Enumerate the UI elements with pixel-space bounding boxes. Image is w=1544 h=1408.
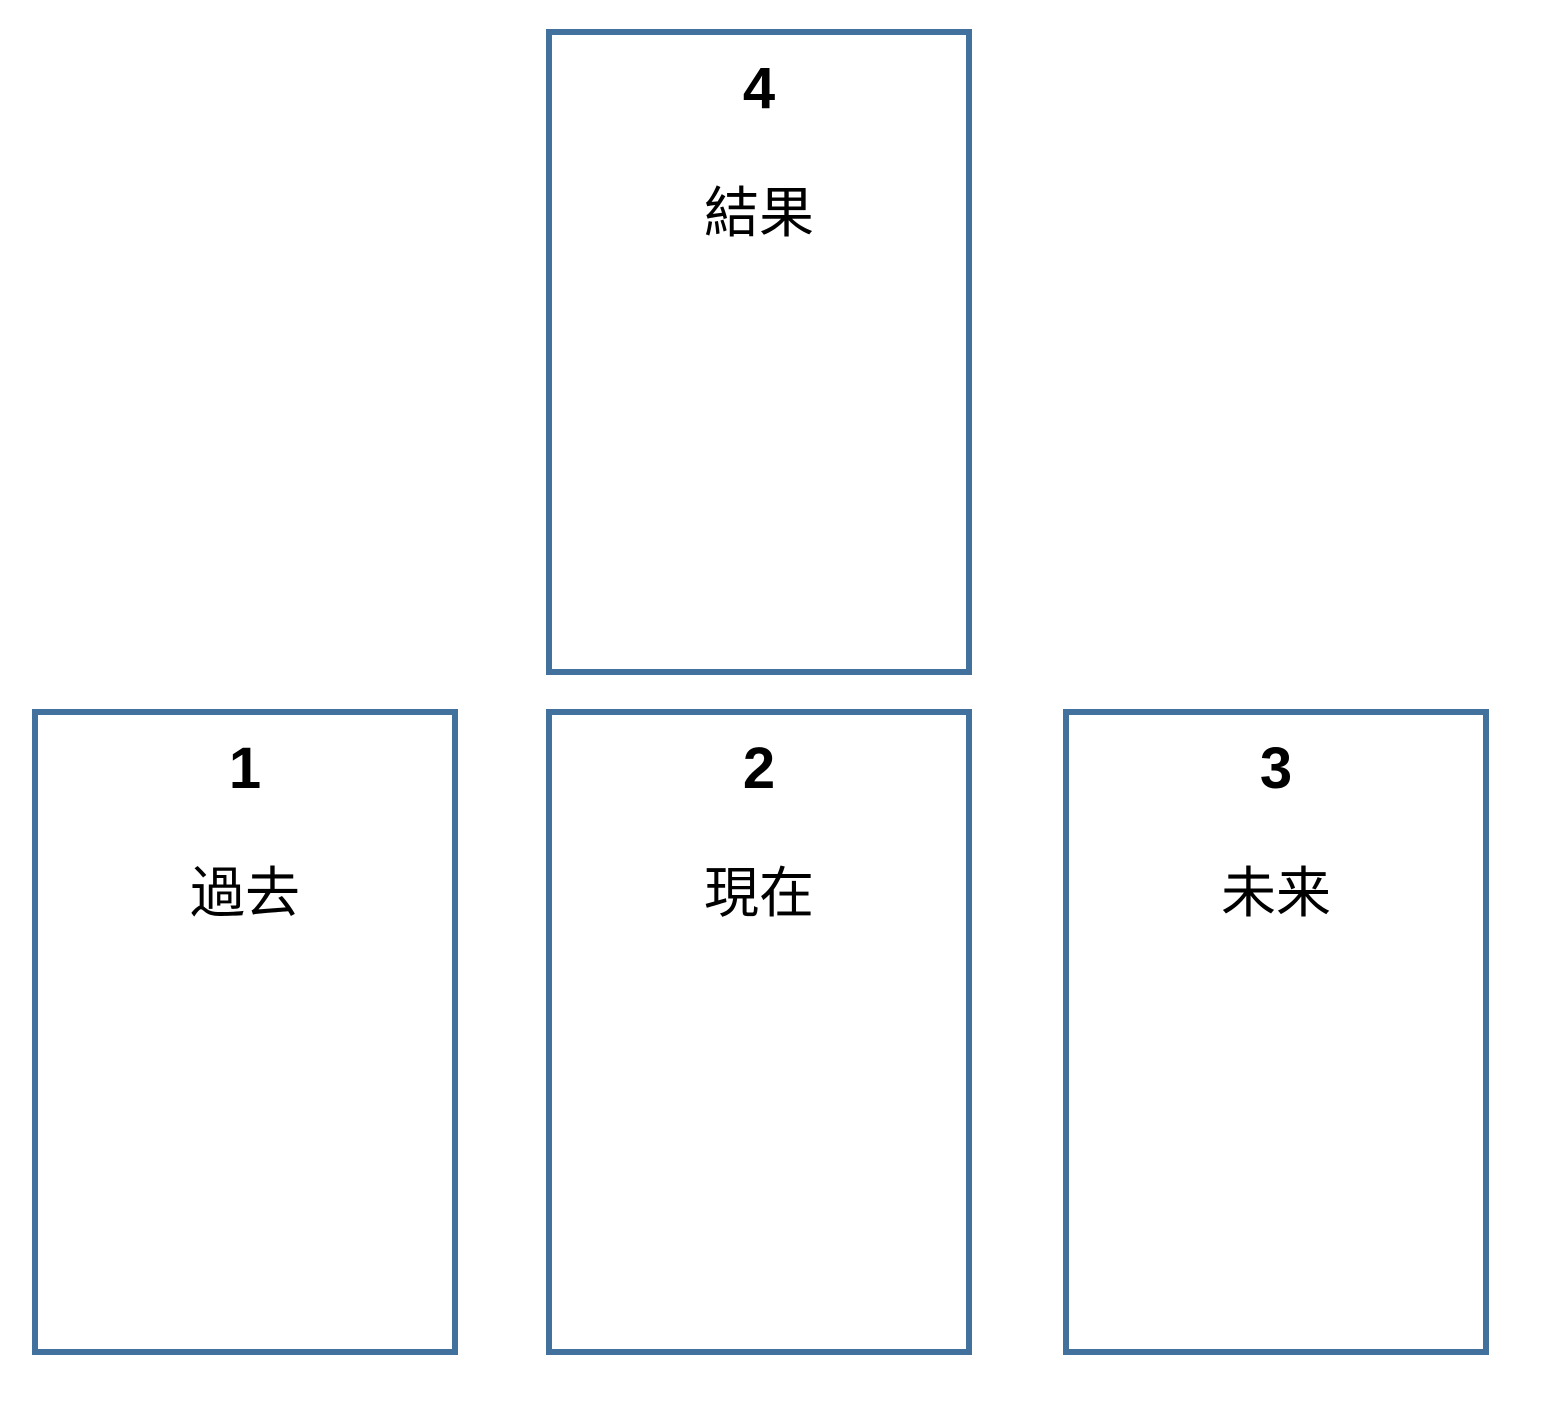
spread-card-1[interactable]: 1 過去 xyxy=(32,709,458,1355)
card-number: 4 xyxy=(742,56,776,121)
card-number: 2 xyxy=(742,736,776,801)
card-label: 過去 xyxy=(189,862,300,924)
card-label: 未来 xyxy=(1220,862,1331,924)
card-label: 結果 xyxy=(703,182,814,244)
spread-card-3[interactable]: 3 未来 xyxy=(1063,709,1489,1355)
card-label: 現在 xyxy=(703,862,814,924)
card-number: 1 xyxy=(228,736,262,801)
card-number: 3 xyxy=(1259,736,1293,801)
spread-card-4[interactable]: 4 結果 xyxy=(546,29,972,675)
spread-card-2[interactable]: 2 現在 xyxy=(546,709,972,1355)
